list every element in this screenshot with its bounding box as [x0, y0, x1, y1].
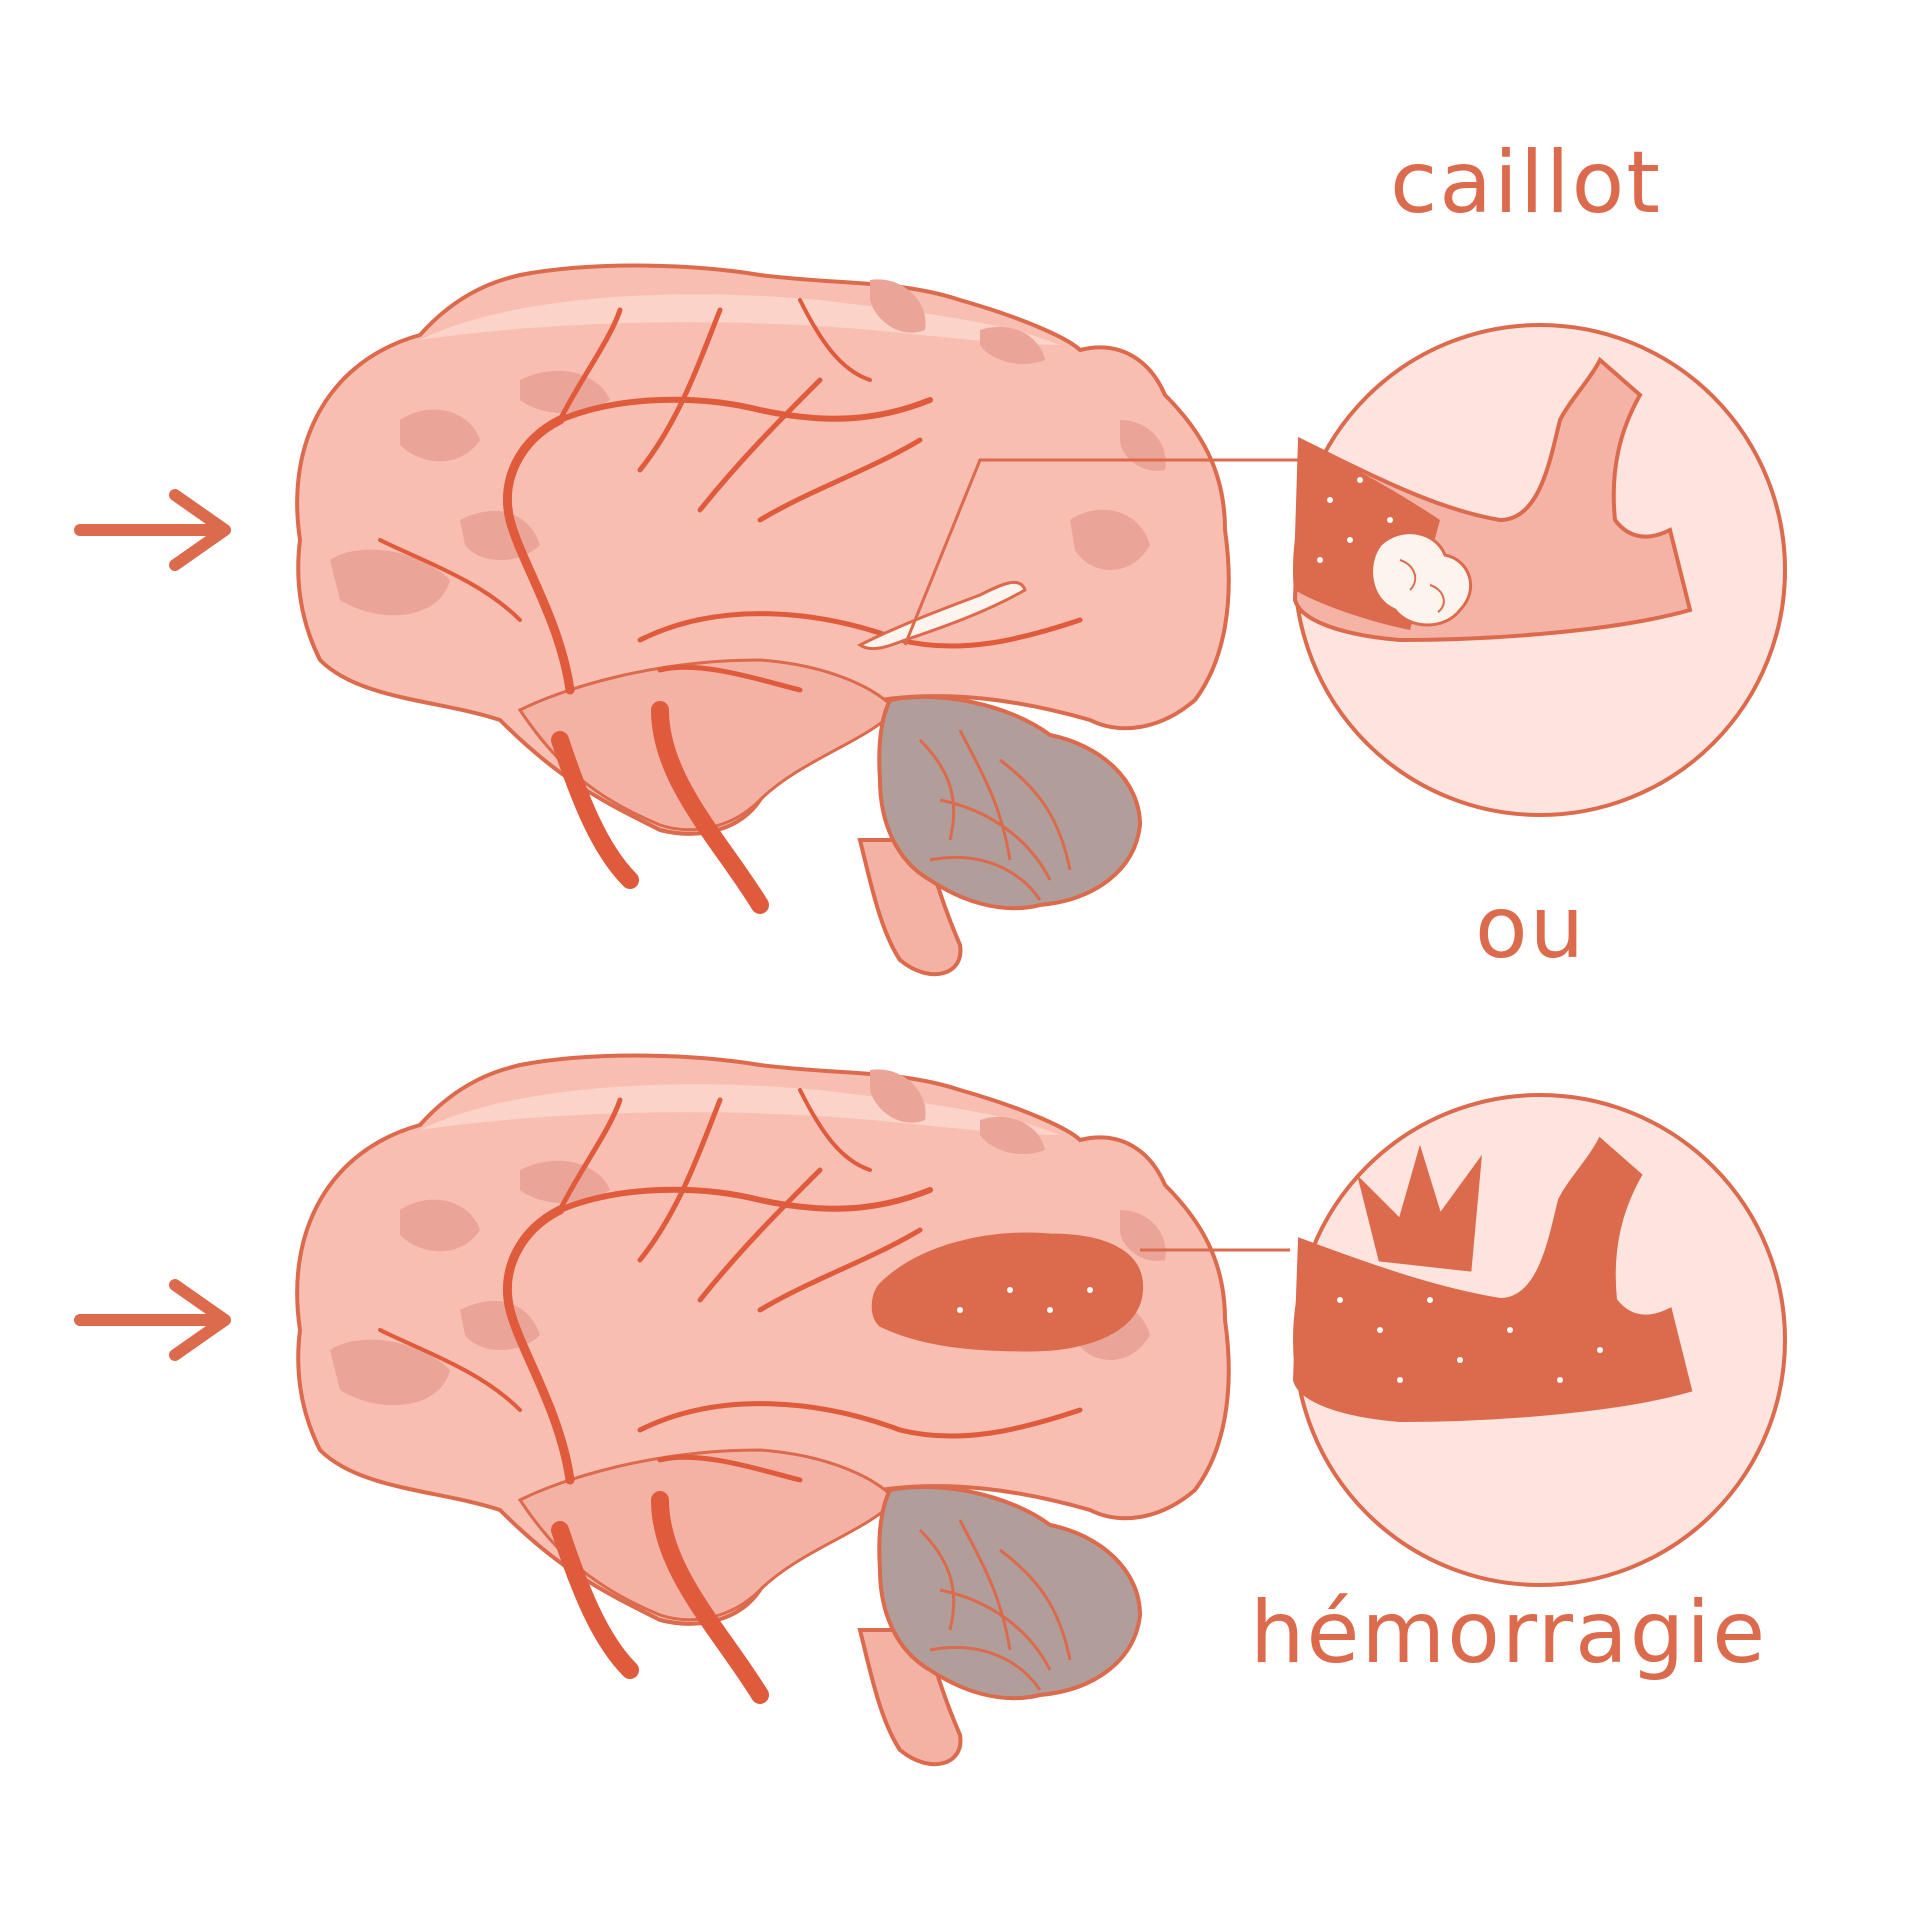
blood-clot-icon: [1370, 531, 1473, 627]
brain-icon: [297, 266, 1229, 975]
hemorrhage-label: hémorragie: [1250, 1583, 1768, 1683]
arrow-right-icon: [74, 1279, 231, 1361]
hemorrhage-icon: [1357, 1144, 1482, 1272]
arrow-right-icon: [74, 489, 231, 571]
hemorrhage-panel: [74, 1056, 1787, 1765]
magnifier-circle-icon: [1292, 1093, 1787, 1587]
or-label: ou: [1475, 878, 1587, 978]
clot-label: caillot: [1390, 133, 1662, 233]
magnifier-circle-icon: [1292, 323, 1787, 817]
brain-icon: [297, 1056, 1229, 1765]
clot-panel: [74, 266, 1787, 975]
leader-line: [903, 458, 1285, 646]
